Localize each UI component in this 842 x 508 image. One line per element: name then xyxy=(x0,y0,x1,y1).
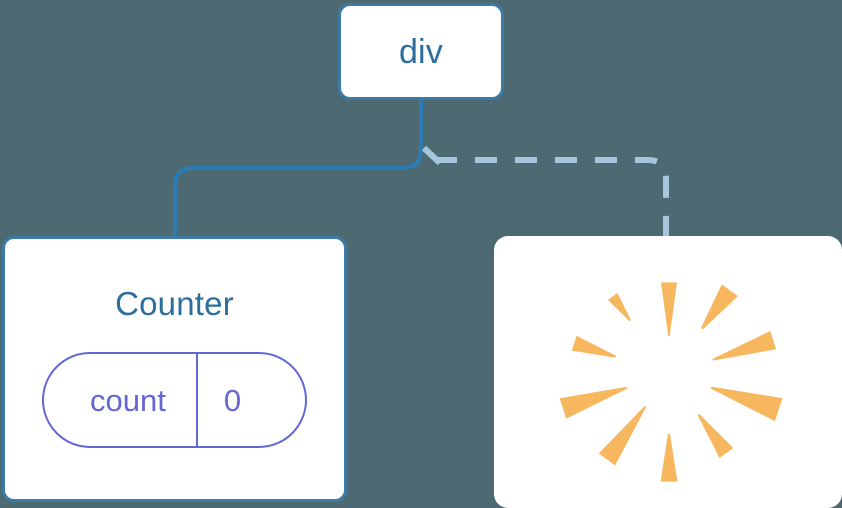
node-spinner-panel[interactable] xyxy=(494,236,842,508)
spinner-ray xyxy=(660,282,678,337)
spinner-ray xyxy=(559,386,628,419)
prop-name: count xyxy=(90,382,166,418)
spinner-ray xyxy=(571,335,617,358)
spinner-ray xyxy=(607,293,631,322)
spinner-ray xyxy=(700,284,738,330)
spinner-ray xyxy=(697,413,734,458)
spinner-ray xyxy=(712,331,777,361)
node-div[interactable]: div xyxy=(338,3,504,100)
node-counter[interactable]: Counter count 0 xyxy=(2,236,347,502)
prop-pill-count[interactable]: count 0 xyxy=(42,352,307,448)
spinner-ray xyxy=(660,433,678,482)
edge-div-to-spinner xyxy=(435,157,669,236)
edge-dashed-connector-stub xyxy=(421,145,443,166)
prop-value: 0 xyxy=(195,354,281,446)
starburst-spinner-icon xyxy=(559,282,783,482)
spinner-ray xyxy=(598,405,647,466)
edge-div-to-counter xyxy=(173,148,423,238)
node-div-label: div xyxy=(398,32,444,71)
spinner-ray xyxy=(710,386,783,422)
node-counter-label: Counter xyxy=(115,285,234,322)
